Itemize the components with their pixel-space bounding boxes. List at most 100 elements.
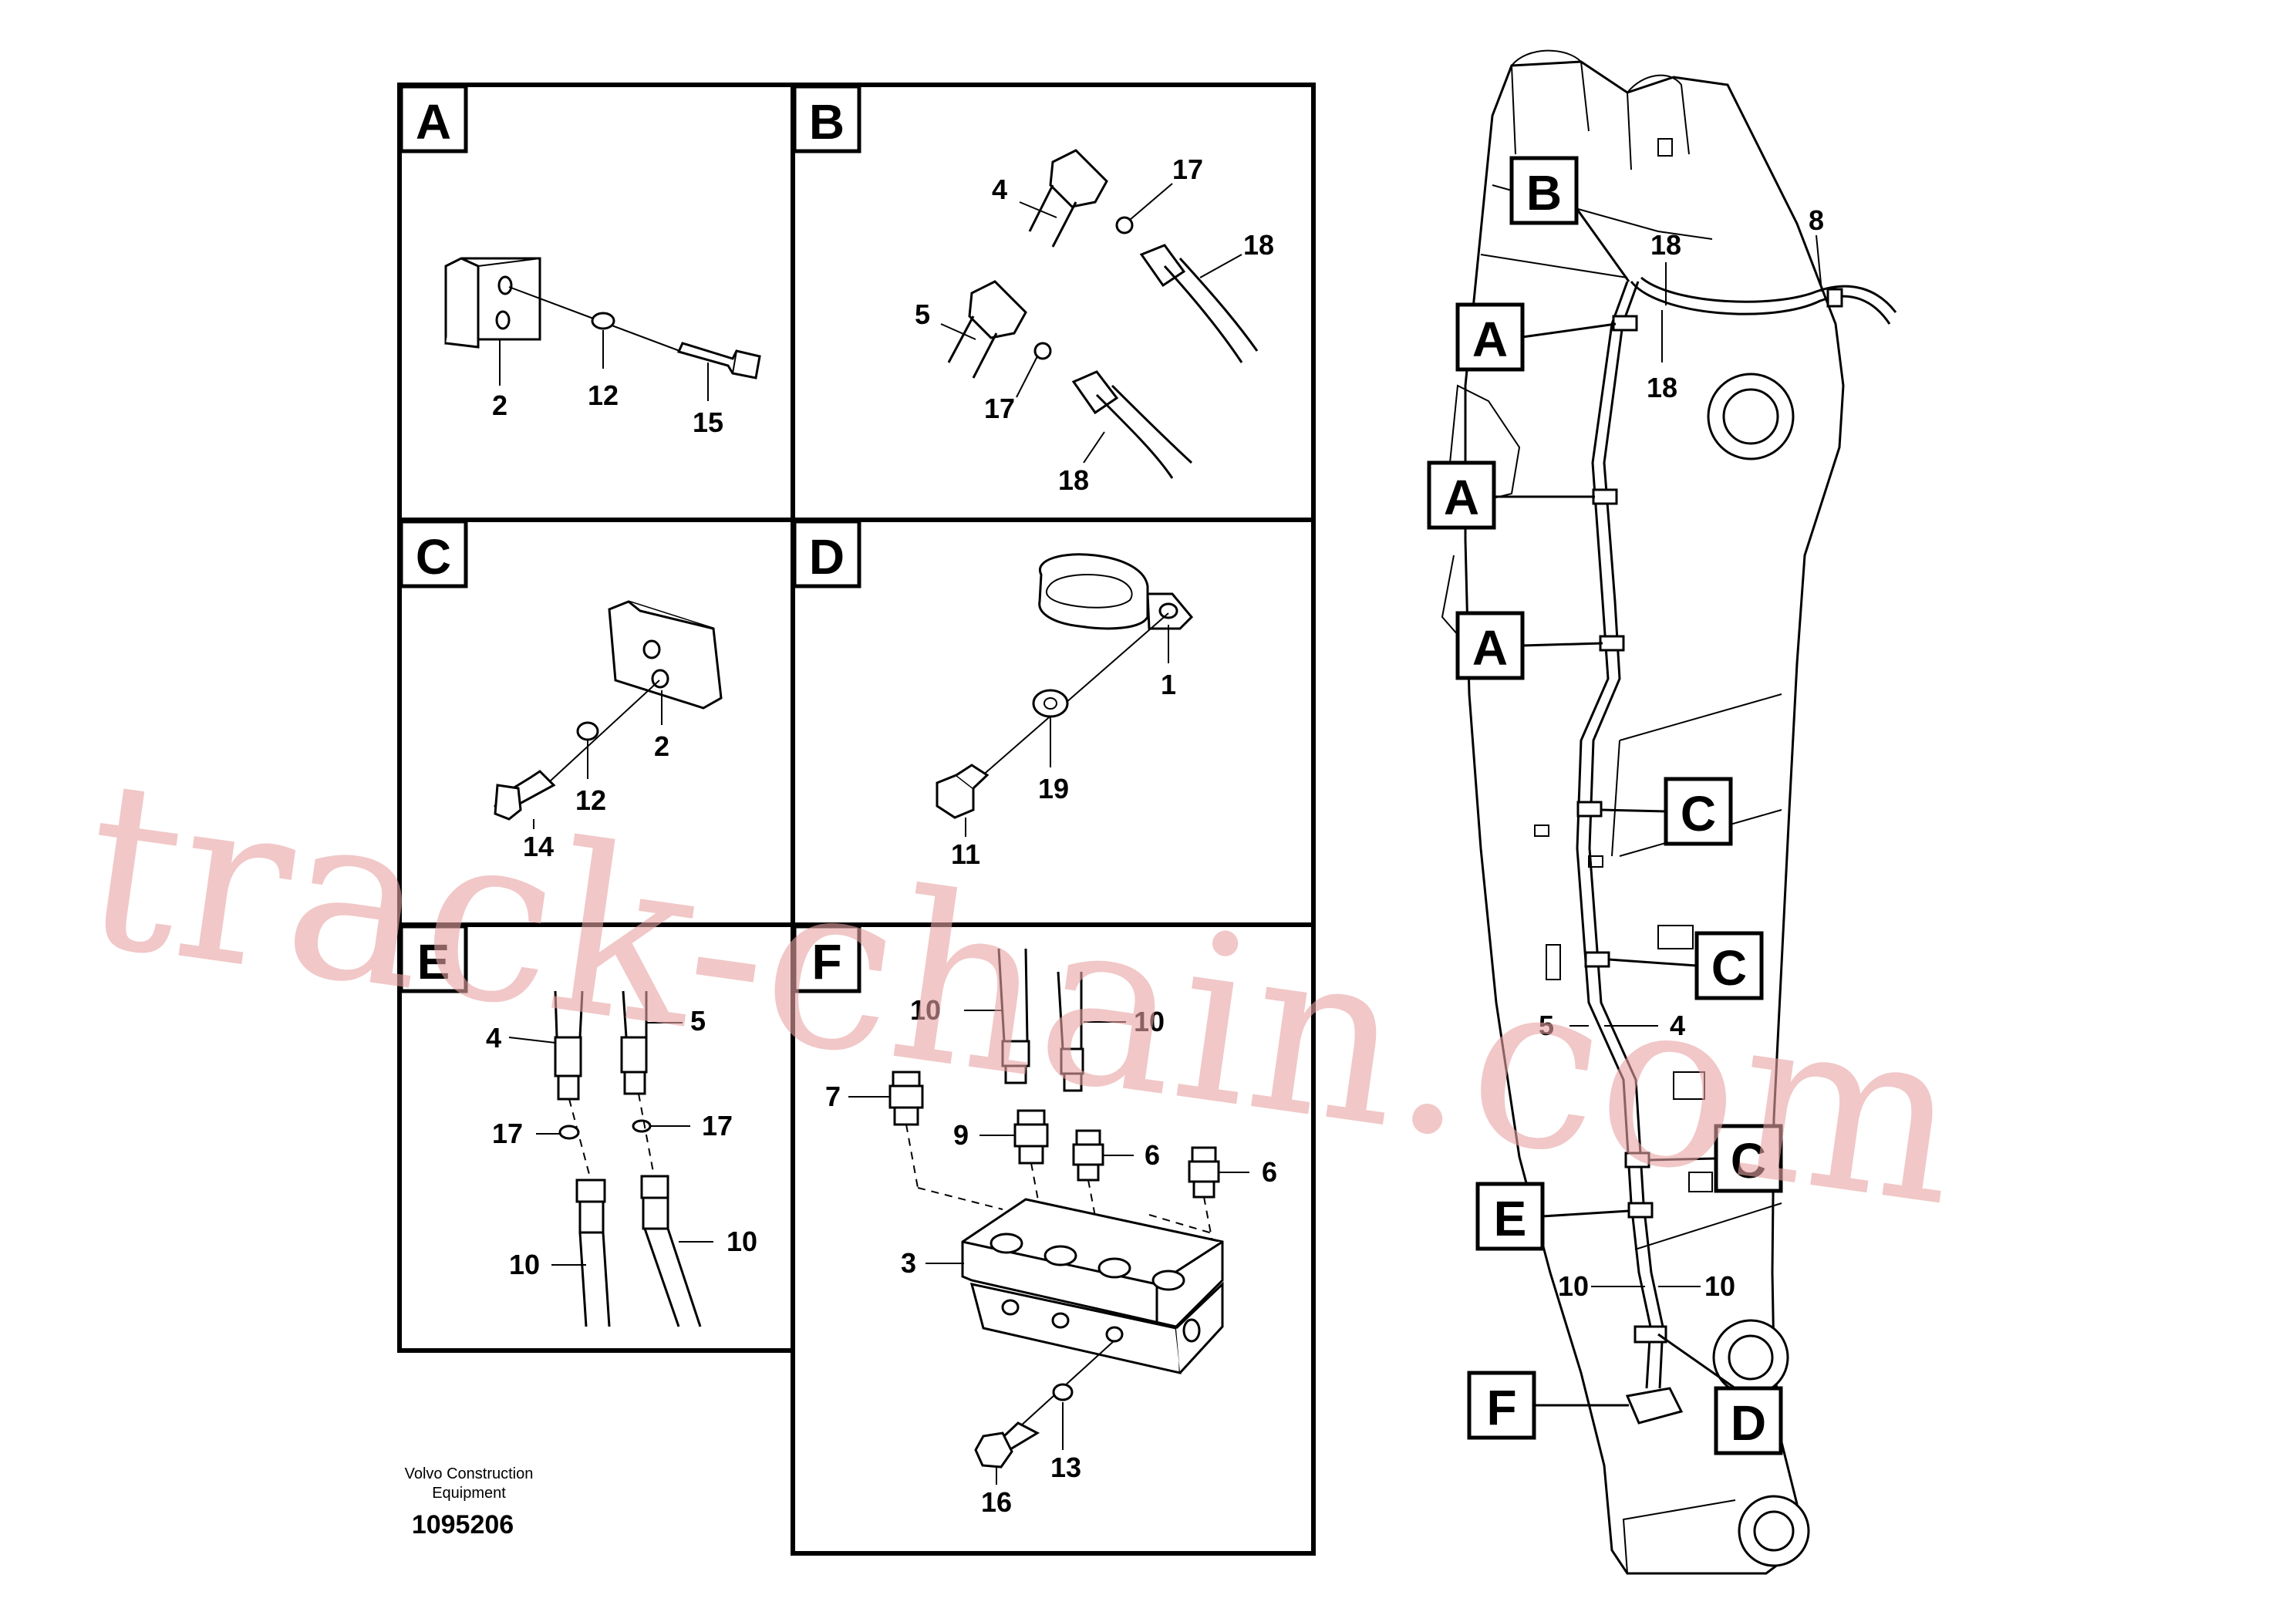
callout-c3: C: [1731, 1133, 1766, 1189]
label-10-f-left: 10: [910, 994, 941, 1026]
panel-frames: [397, 83, 1316, 1556]
panel-a-letter-box: [399, 84, 468, 153]
fitting-6-a: [1072, 1129, 1104, 1182]
overview-callouts: B A A A C C C E F D 8 18 18: [1427, 156, 1824, 1455]
callout-d: D: [1731, 1395, 1766, 1451]
hose-4-fitting: [1028, 149, 1108, 248]
panel-b: B 4 17 18 5 17 18: [792, 84, 1274, 496]
boom-manifold: [1625, 1387, 1684, 1425]
washer-13: [1052, 1383, 1074, 1401]
label-12: 12: [588, 379, 619, 411]
overview-label-10-left: 10: [1558, 1270, 1589, 1302]
callout-e: E: [1494, 1191, 1527, 1246]
label-3: 3: [901, 1247, 916, 1279]
panel-e-letter-box: [399, 924, 468, 993]
o-ring-17: [1115, 216, 1134, 234]
label-6-a: 6: [1145, 1139, 1160, 1171]
panel-d-letter: D: [809, 529, 845, 585]
brand-line-2: Equipment: [432, 1485, 506, 1502]
label-14: 14: [523, 831, 554, 862]
panel-a-letter: A: [416, 94, 451, 150]
label-5-e: 5: [690, 1005, 706, 1037]
hoses-10-f: [997, 948, 1084, 1092]
panel-c: C 2 12 14: [399, 519, 723, 862]
bolt-14: [494, 770, 556, 821]
callout-a2-box: [1427, 460, 1496, 530]
washer-19: [1032, 689, 1069, 718]
label-7: 7: [825, 1081, 841, 1112]
overview-label-18-lower: 18: [1647, 372, 1677, 403]
overview-label-4: 4: [1670, 1010, 1685, 1041]
overview-label-18-upper: 18: [1650, 229, 1681, 261]
label-18-lower: 18: [1058, 464, 1089, 496]
label-11: 11: [951, 838, 980, 870]
callout-a1: A: [1472, 312, 1508, 367]
label-10-e-right: 10: [727, 1226, 757, 1257]
panel-e-letter: E: [417, 934, 450, 990]
label-1: 1: [1161, 669, 1176, 700]
label-2-c: 2: [654, 730, 669, 762]
panel-f: F 10 10: [792, 924, 1277, 1518]
rubber-clamp-1: [1038, 553, 1194, 630]
footer: Volvo Construction Equipment 1095206: [405, 1465, 534, 1539]
panel-a: A 2 12 15: [399, 84, 761, 438]
panel-e-frame: [397, 922, 795, 1353]
panel-e: E 4 5 17 17: [399, 924, 757, 1327]
clamp-block-c: [608, 600, 723, 710]
label-16: 16: [981, 1486, 1012, 1518]
brand-line-1: Volvo Construction: [405, 1465, 534, 1482]
clamp-block: [444, 257, 541, 349]
overview-label-8: 8: [1809, 204, 1824, 236]
label-19: 19: [1038, 773, 1069, 804]
label-12-c: 12: [575, 784, 606, 816]
fitting-7: [888, 1071, 924, 1126]
callout-c2: C: [1711, 940, 1747, 996]
callout-a3: A: [1472, 620, 1508, 676]
label-6-b: 6: [1262, 1156, 1277, 1188]
label-4: 4: [992, 174, 1007, 205]
label-17-e-right: 17: [702, 1110, 733, 1141]
callout-f: F: [1486, 1380, 1516, 1435]
label-9: 9: [953, 1119, 969, 1151]
fitting-6-b: [1188, 1146, 1220, 1199]
bolt-16: [974, 1421, 1040, 1469]
label-17-lower: 17: [984, 393, 1015, 424]
callout-b: B: [1526, 165, 1562, 221]
panel-f-letter-box: [792, 924, 861, 993]
washer-12-c: [576, 721, 599, 741]
overview-label-5: 5: [1539, 1010, 1554, 1041]
hose-4-e: [554, 990, 611, 1327]
washer-12: [591, 312, 615, 330]
hose-5-fitting: [947, 280, 1027, 379]
label-10-f-right: 10: [1134, 1006, 1165, 1037]
boom-pipes: [1576, 276, 1897, 1425]
label-17-upper: 17: [1172, 153, 1203, 185]
callout-b-box: [1509, 156, 1579, 225]
manifold-block-3: [961, 1198, 1224, 1374]
callout-d-box: [1714, 1386, 1783, 1455]
o-ring-17-lower: [1033, 342, 1052, 360]
callout-a2: A: [1444, 470, 1479, 525]
bolt-15: [676, 342, 761, 379]
hose-18-lower: [1071, 370, 1193, 479]
bolt-11: [936, 764, 990, 819]
label-17-e-left: 17: [492, 1118, 523, 1149]
overview-label-10-right: 10: [1704, 1270, 1735, 1302]
callout-e-box: [1475, 1182, 1545, 1251]
panel-d-letter-box: [792, 519, 861, 588]
panel-c-letter: C: [416, 529, 451, 585]
hose-18-upper: [1139, 244, 1259, 363]
label-5: 5: [915, 298, 930, 330]
panel-c-letter-box: [399, 519, 468, 588]
callout-a1-box: [1455, 302, 1525, 372]
label-4-e: 4: [486, 1022, 501, 1054]
hose-5-e: [620, 990, 702, 1327]
panel-f-letter: F: [811, 934, 841, 990]
drawing-number: 1095206: [412, 1510, 514, 1539]
panel-b-letter-box: [792, 84, 861, 153]
label-18-upper: 18: [1243, 229, 1274, 261]
label-10-e-left: 10: [509, 1249, 540, 1280]
callout-c1: C: [1681, 786, 1716, 841]
label-2: 2: [492, 389, 507, 421]
